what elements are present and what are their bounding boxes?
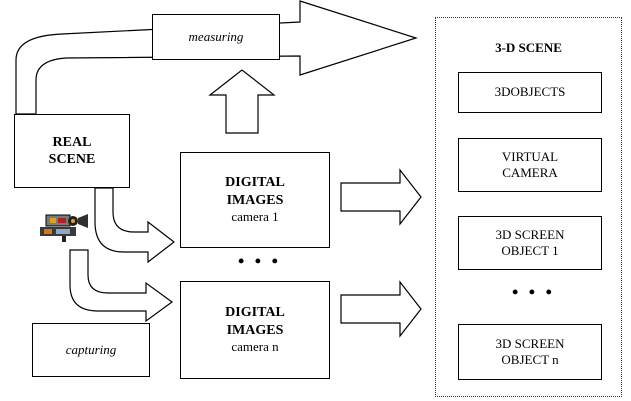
screen-object-n-line2: OBJECT n	[501, 352, 559, 367]
screen-object-ellipsis: • • •	[512, 282, 555, 302]
measuring-arrow	[15, 0, 418, 115]
digital-images-camera-1-box: DIGITAL IMAGES camera 1	[180, 152, 330, 248]
digital-images-1-line2: IMAGES	[226, 192, 284, 208]
digital-images-n-camera: camera n	[231, 339, 279, 355]
video-camera-icon	[40, 214, 88, 242]
right-arrow-1	[340, 168, 422, 226]
up-arrow	[208, 69, 276, 134]
camera-ellipsis: • • •	[238, 251, 281, 271]
real-scene-line2: SCENE	[48, 152, 96, 167]
3d-objects-box: 3DOBJECTS	[458, 72, 602, 113]
digital-images-1-camera: camera 1	[231, 209, 279, 225]
screen-object-1-line2: OBJECT 1	[501, 243, 559, 258]
3d-objects-label: 3DOBJECTS	[494, 84, 566, 100]
digital-images-camera-n-box: DIGITAL IMAGES camera n	[180, 281, 330, 379]
digital-images-n-line2: IMAGES	[226, 322, 284, 338]
capturing-label: capturing	[65, 341, 117, 357]
capturing-box: capturing	[32, 323, 150, 377]
virtual-camera-line2: CAMERA	[502, 165, 558, 180]
capture-arrow-2	[69, 249, 174, 323]
screen-object-1-box: 3D SCREEN OBJECT 1	[458, 216, 602, 270]
capture-arrow-1	[94, 187, 175, 264]
3d-scene-panel: 3-D SCENE 3DOBJECTS VIRTUAL CAMERA 3D SC…	[435, 17, 622, 397]
virtual-camera-line1: VIRTUAL	[501, 148, 559, 164]
screen-object-1-line1: 3D SCREEN	[495, 226, 565, 242]
digital-images-n-line1: DIGITAL	[225, 305, 285, 321]
measuring-box: measuring	[152, 14, 280, 60]
screen-object-n-box: 3D SCREEN OBJECT n	[458, 324, 602, 380]
screen-object-n-line1: 3D SCREEN	[495, 335, 565, 351]
virtual-camera-box: VIRTUAL CAMERA	[458, 138, 602, 192]
real-scene-line1: REAL	[52, 134, 92, 150]
3d-scene-title: 3-D SCENE	[495, 40, 562, 55]
real-scene-box: REAL SCENE	[14, 114, 130, 188]
digital-images-1-line1: DIGITAL	[225, 175, 285, 191]
measuring-label: measuring	[188, 28, 244, 44]
right-arrow-n	[340, 280, 422, 338]
